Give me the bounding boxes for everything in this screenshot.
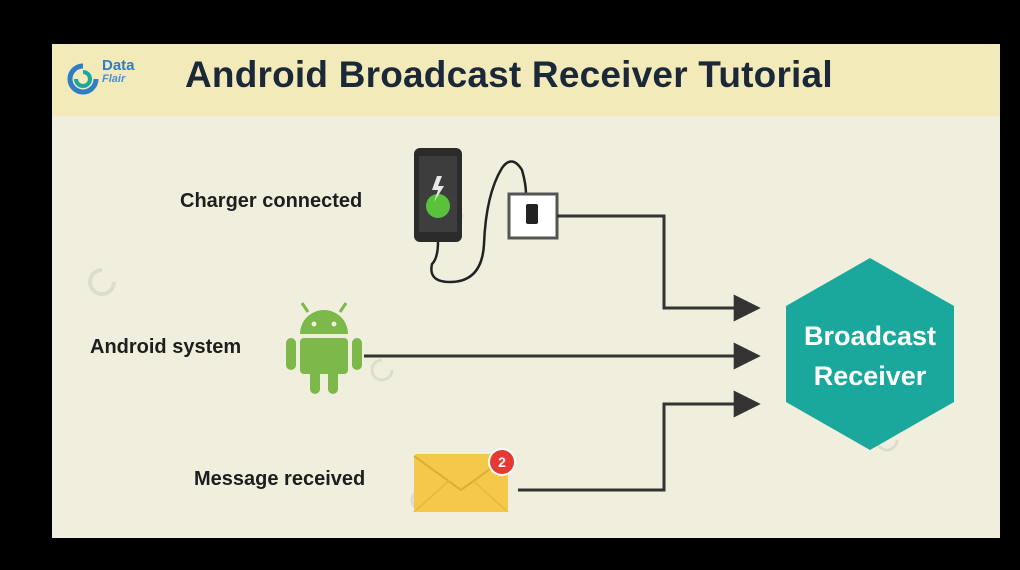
label-charger-connected: Charger connected (180, 190, 363, 212)
hex-label-line1: Broadcast (803, 321, 937, 351)
badge-count: 2 (498, 454, 506, 470)
slide: Data Flair Android Broadcast Receiver Tu… (52, 44, 1000, 538)
hex-label-line2: Receiver (813, 361, 927, 391)
arrow-charger (557, 214, 761, 322)
diagram-canvas (88, 148, 954, 513)
label-message-received: Message received (194, 468, 366, 490)
page-title: Android Broadcast Receiver Tutorial (185, 54, 833, 95)
header-bar: Data Flair Android Broadcast Receiver Tu… (52, 44, 1000, 116)
hexagon-shape (786, 258, 954, 450)
broadcast-receiver-label: Broadcast Receiver (780, 316, 960, 396)
phone-charging-icon (414, 148, 559, 284)
logo-text-flair: Flair (102, 73, 126, 85)
logo-text-data: Data (102, 57, 135, 74)
android-robot-icon (286, 302, 362, 394)
label-android-system: Android system (90, 336, 242, 358)
dataflair-logo: Data Flair (66, 56, 146, 100)
arrow-message (518, 390, 761, 492)
notification-badge (488, 448, 516, 476)
